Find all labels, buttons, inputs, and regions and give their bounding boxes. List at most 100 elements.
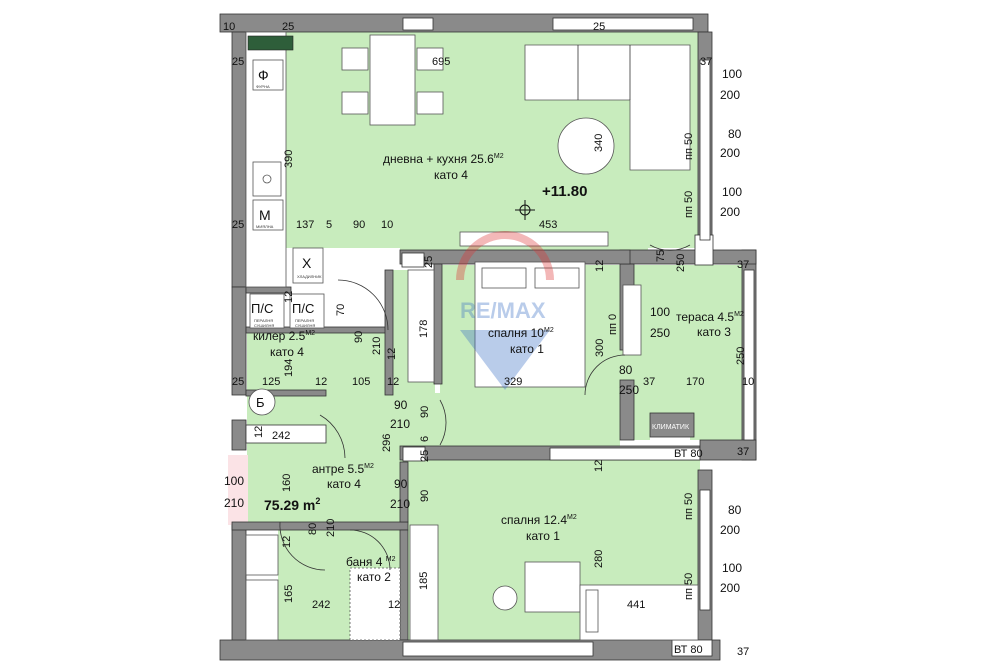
column-a (401, 252, 425, 268)
wall-bath-top (231, 521, 409, 531)
coffee-table (557, 117, 615, 175)
dim-label: 37 (643, 376, 655, 388)
dim-label: 200 (720, 581, 740, 595)
window-right-lower (699, 489, 711, 611)
dim-label: 242 (312, 599, 330, 611)
dim-label: 441 (627, 599, 645, 611)
dim-label: 280 (593, 550, 605, 568)
washer-symbol: П/С (251, 301, 273, 316)
wall-bedroom1-right-lower (619, 379, 635, 441)
bed-bedroom2 (579, 584, 699, 641)
hall-name: антре 5.5M2 (312, 462, 374, 476)
dim-label: 10 (381, 219, 393, 231)
terrace-name: тераса 4.5M2 (676, 310, 744, 324)
wardrobe-bedroom2 (409, 524, 439, 641)
terrace-floor (620, 265, 742, 440)
dim-label: 12 (253, 426, 265, 438)
washer-box (249, 293, 285, 329)
desk-chair (492, 585, 518, 611)
bath-floor-count: като 2 (357, 570, 391, 584)
boiler (248, 388, 276, 416)
dim-label: 100 (722, 67, 742, 81)
dim-label: 160 (281, 474, 293, 492)
dim-label: 200 (720, 146, 740, 160)
hall-closet (245, 424, 327, 444)
wall-left-mid (231, 419, 247, 451)
dimensions: 10 25 25 25 695 37 100 200 80 200 100 20… (223, 21, 754, 658)
dim-label: 10 (223, 21, 235, 33)
dryer-box (289, 293, 325, 329)
pantry-floor-count: като 4 (270, 345, 304, 359)
dim-label: 100 (650, 305, 670, 319)
desk (524, 561, 581, 613)
dim-label: 200 (720, 88, 740, 102)
total-area: 75.29 m2 (264, 496, 320, 513)
dim-label: 12 (387, 376, 399, 388)
dim-label: 80 (619, 363, 633, 377)
dryer-symbol: П/С (292, 301, 314, 316)
dim-label: 250 (619, 383, 639, 397)
bedroom1-name: спалня 10M2 (488, 326, 554, 340)
tv-unit (459, 231, 609, 247)
dim-label: 25 (423, 256, 435, 268)
dryer-caption-2: СУШИЛНЯ (295, 323, 315, 328)
wall-bedroom1-left (433, 263, 443, 385)
bottom-window (402, 641, 594, 657)
dim-label: 100 (722, 561, 742, 575)
column-b (402, 446, 426, 462)
dim-label: 90 (353, 219, 365, 231)
dim-label: 250 (675, 254, 687, 272)
dim-label: 37 (700, 56, 712, 68)
dishwasher-caption: МИЯЛНА (256, 224, 274, 229)
dim-label: 100 (224, 474, 244, 488)
dim-label: 329 (504, 376, 522, 388)
dim-label: 695 (432, 56, 450, 68)
beam-label-a: ВТ 80 (674, 448, 703, 460)
dim-label: 90 (419, 490, 431, 502)
bath-name: баня 4 M2 (346, 555, 396, 569)
chair-2 (341, 91, 369, 115)
dim-label: 37 (737, 646, 749, 658)
chair-1 (341, 47, 369, 71)
dim-label: 178 (418, 320, 430, 338)
wall-bath-right (399, 529, 409, 641)
dim-label: 453 (539, 219, 557, 231)
pantry-floor (247, 333, 397, 393)
wall-corridor-left (384, 269, 394, 396)
bed2-pillow (585, 589, 599, 633)
bedroom2-name: спалня 12.4M2 (501, 513, 577, 527)
dim-label: 296 (381, 434, 393, 452)
dim-label: 37 (737, 446, 749, 458)
dim-label: 25 (593, 21, 605, 33)
door-swings (279, 244, 691, 571)
pantry-name: килер 2.5M2 (253, 329, 315, 343)
dim-label: 125 (262, 376, 280, 388)
bedroom2-floor-count: като 1 (526, 529, 560, 543)
dim-label: 194 (283, 359, 295, 377)
fridge-caption: ХЛАДИЛНИК (297, 274, 322, 279)
dim-label: 210 (325, 519, 337, 537)
washer-caption-1: ПЕРАЛНЯ (254, 318, 273, 323)
dim-label: 10 (742, 376, 754, 388)
wall-left-lower (231, 524, 247, 646)
dim-label: пп 50 (683, 573, 695, 600)
dim-label: пп 50 (683, 133, 695, 160)
dim-label: 12 (283, 291, 295, 303)
dim-label: пп 50 (683, 493, 695, 520)
dim-label: 105 (352, 376, 370, 388)
living-name: дневна + кухня 25.6M2 (383, 152, 504, 166)
dim-label: 25 (232, 56, 244, 68)
fridge-box (292, 247, 324, 284)
fridge-symbol: Х (302, 255, 312, 271)
dim-label: 25 (419, 450, 431, 462)
washer-caption-2: СУШИЛНЯ (254, 323, 274, 328)
top-window (552, 17, 694, 31)
dim-label: 210 (371, 337, 383, 355)
dim-label: 25 (232, 376, 244, 388)
ac-label: КЛИМАТИК (652, 424, 690, 431)
dim-label: 25 (282, 21, 294, 33)
terrace-cabinet (622, 284, 642, 356)
dim-label: 300 (594, 339, 606, 357)
watermark-text: RE/MAX (460, 298, 546, 323)
